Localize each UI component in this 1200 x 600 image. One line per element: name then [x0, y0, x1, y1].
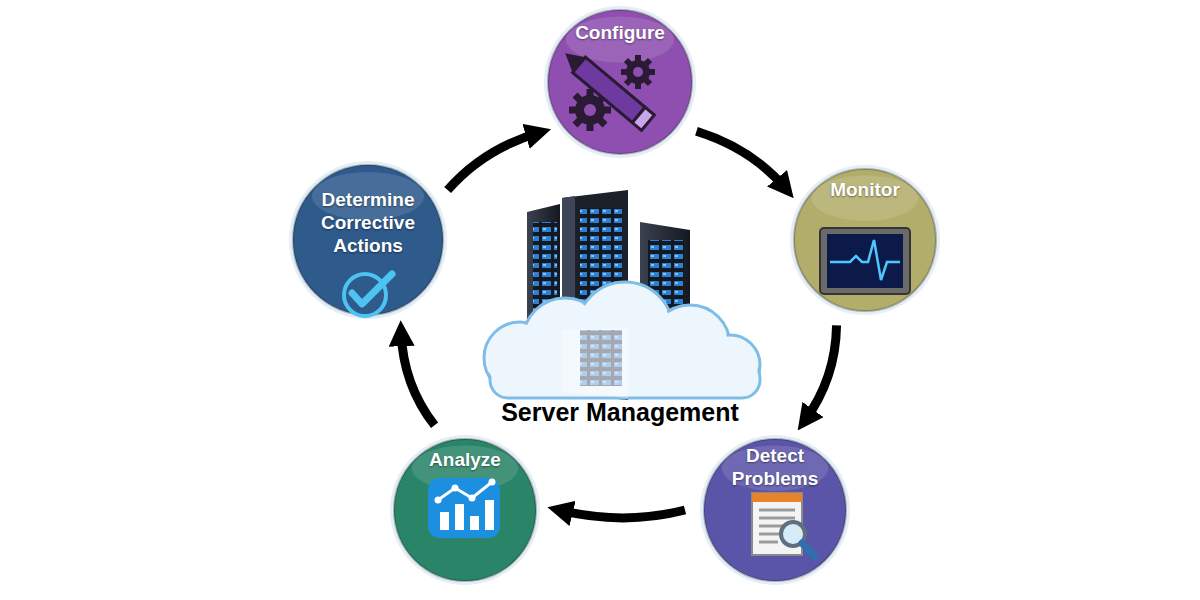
monitor-icon — [820, 228, 910, 294]
node-title: Configure — [555, 21, 685, 44]
document-magnifier-icon — [752, 493, 815, 557]
cloud — [484, 282, 760, 398]
node-title: Detect Problems — [710, 444, 840, 490]
process-circle: Determine Corrective Actions — [288, 160, 448, 320]
process-circle: Monitor — [789, 164, 941, 316]
process-circle: Detect Problems — [699, 434, 851, 586]
node-title: Monitor — [800, 178, 930, 201]
cycle-arrow — [696, 131, 786, 189]
cloud-haze — [562, 328, 628, 398]
process-circle: Configure — [543, 5, 697, 159]
chart-icon — [428, 478, 500, 538]
pencil-gears-icon — [559, 46, 655, 131]
cycle-arrow — [448, 132, 540, 190]
node-title: Analyze — [400, 448, 530, 471]
cycle-arrow — [559, 510, 685, 518]
cycle-arrow — [401, 332, 434, 425]
cycle-arrow — [805, 325, 837, 420]
process-circle: Analyze — [389, 434, 541, 586]
center-label: Server Management — [501, 398, 739, 427]
node-title: Determine Corrective Actions — [300, 188, 436, 257]
checkmark-icon — [344, 274, 392, 316]
